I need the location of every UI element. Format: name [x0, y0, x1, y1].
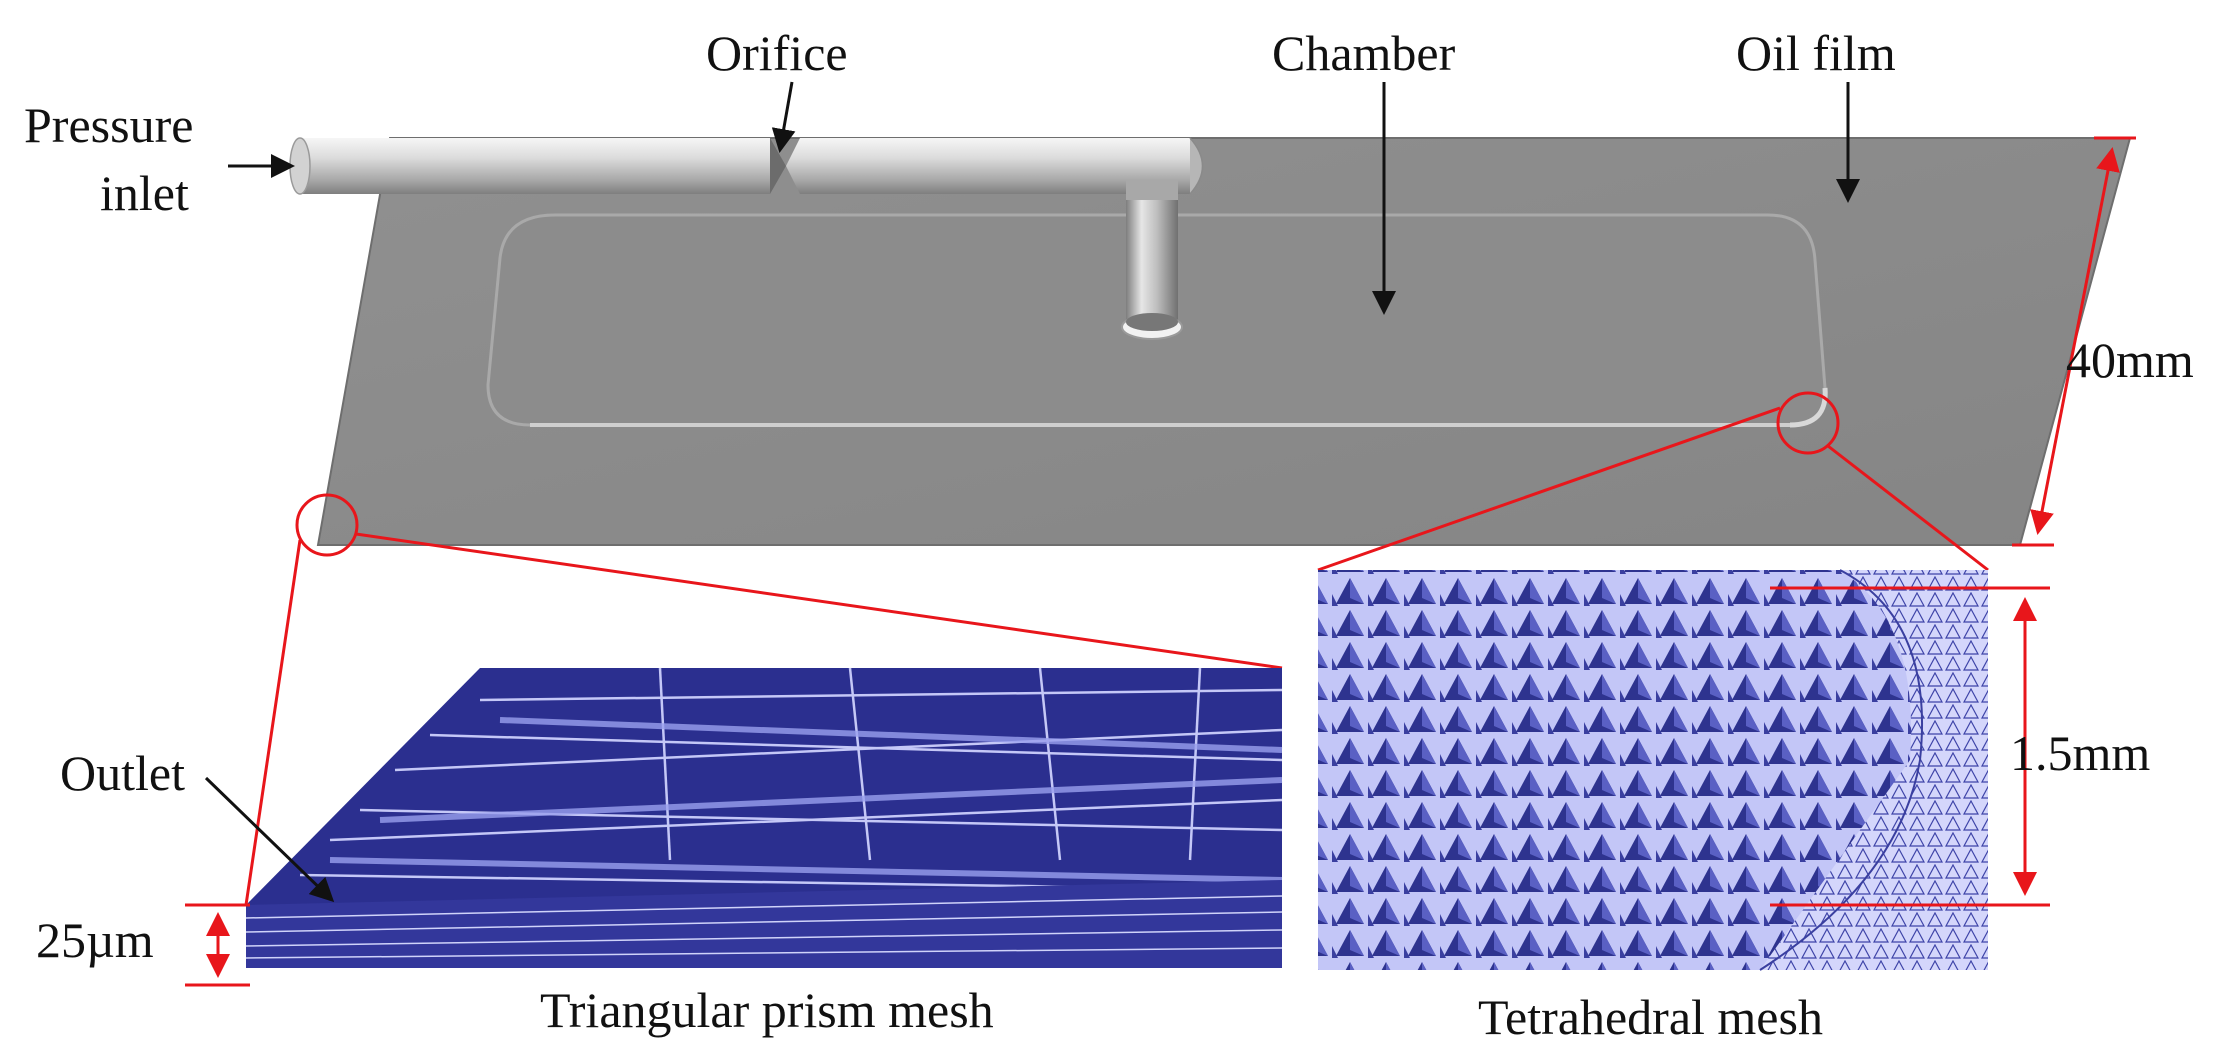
tet-mesh-inset [1318, 569, 1988, 971]
prism-mesh-inset [245, 667, 1283, 968]
width-dimension-label: 40mm [2066, 332, 2194, 388]
orifice-label: Orifice [706, 25, 848, 81]
zoom-circle-chamber-corner [1776, 391, 1840, 455]
zoom-circle-outlet [295, 493, 359, 557]
chamber-depth-label: 1.5mm [2010, 725, 2151, 781]
zoom-connectors [244, 406, 1989, 906]
label-arrows [204, 81, 1860, 903]
pressure-inlet-label-line1: Pressure [24, 97, 194, 153]
film-thickness-label: 25µm [36, 912, 154, 968]
dimension-40mm-line [2030, 147, 2120, 535]
outlet-label: Outlet [60, 745, 185, 801]
dimension-lines [185, 136, 2136, 987]
prism-mesh-caption: Triangular prism mesh [540, 982, 994, 1038]
inlet-pipe [289, 137, 1204, 200]
pressure-inlet-label-line2: inlet [100, 165, 189, 221]
oil-film-label: Oil film [1736, 25, 1896, 81]
outlet-arrow [204, 776, 335, 903]
chamber-label: Chamber [1272, 25, 1456, 81]
tet-mesh-caption: Tetrahedral mesh [1478, 989, 1823, 1045]
orifice-arrow [771, 81, 796, 153]
